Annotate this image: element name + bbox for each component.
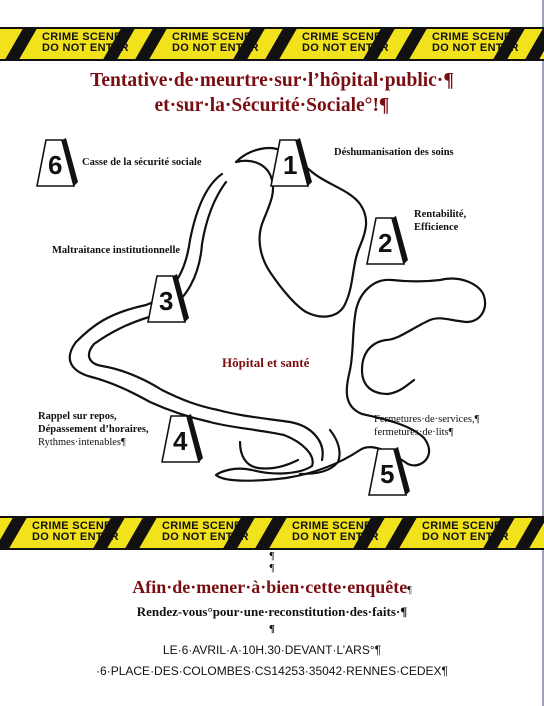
evidence-marker-6: 6 <box>36 138 78 187</box>
headline: Afin·de·mener·à·bien·cette·enquête¶ <box>0 577 544 598</box>
marker-number: 5 <box>380 459 394 489</box>
marker-number: 6 <box>48 150 62 180</box>
evidence-marker-2: 2 <box>366 216 408 265</box>
page-edge <box>542 0 544 706</box>
headline-text: Afin·de·mener·à·bien·cette·enquête <box>132 577 408 597</box>
label-line: Dépassement d’horaires, <box>38 424 149 435</box>
evidence-marker-4: 4 <box>161 414 203 463</box>
marker-number: 1 <box>283 150 297 180</box>
evidence-marker-5: 5 <box>368 447 410 496</box>
label-line: fermetures·de·lits¶ <box>374 427 454 438</box>
headline-mark: ¶ <box>407 585 412 596</box>
label-line: Rythmes·intenables¶ <box>38 437 126 448</box>
label-hopital-sante: Hôpital et santé <box>222 355 310 370</box>
subtitle: Rendez-vous°pour·une·reconstitution·des·… <box>136 604 408 619</box>
pilcrow: ¶ <box>269 550 275 562</box>
marker-number: 4 <box>173 426 188 456</box>
label-fermetures: Fermetures·de·services,¶ fermetures·de·l… <box>374 413 479 439</box>
label-line: Fermetures·de·services,¶ <box>374 414 480 425</box>
pilcrow: ¶ <box>269 562 275 574</box>
label-line: Rappel sur repos, <box>38 411 117 422</box>
title-line-2: et·sur·la·Sécurité·Sociale°!¶ <box>154 95 390 116</box>
marker-number: 2 <box>378 228 392 258</box>
label-rentabilite: Rentabilité, Efficience <box>414 208 466 234</box>
label-deshumanisation: Déshumanisation des soins <box>334 147 454 158</box>
label-line: Rentabilité, <box>414 209 467 220</box>
title-line-1: Tentative·de·meurtre·sur·l’hôpital·publi… <box>90 70 454 91</box>
label-casse-securite-sociale: Casse de la sécurité sociale <box>82 157 202 168</box>
event-address: ·6·PLACE·DES·COLOMBES·CS14253·35042·RENN… <box>96 664 448 678</box>
event-date: LE·6·AVRIL·A·10H.30·DEVANT·L’ARS°¶ <box>162 643 382 657</box>
label-line: Efficience <box>414 222 459 233</box>
pilcrow: ¶ <box>269 623 275 635</box>
evidence-marker-1: 1 <box>270 138 312 187</box>
label-maltraitance: Maltraitance institutionnelle <box>52 245 181 256</box>
label-rappel-repos: Rappel sur repos, Dépassement d’horaires… <box>38 410 149 449</box>
evidence-marker-3: 3 <box>147 274 189 323</box>
marker-number: 3 <box>159 286 173 316</box>
